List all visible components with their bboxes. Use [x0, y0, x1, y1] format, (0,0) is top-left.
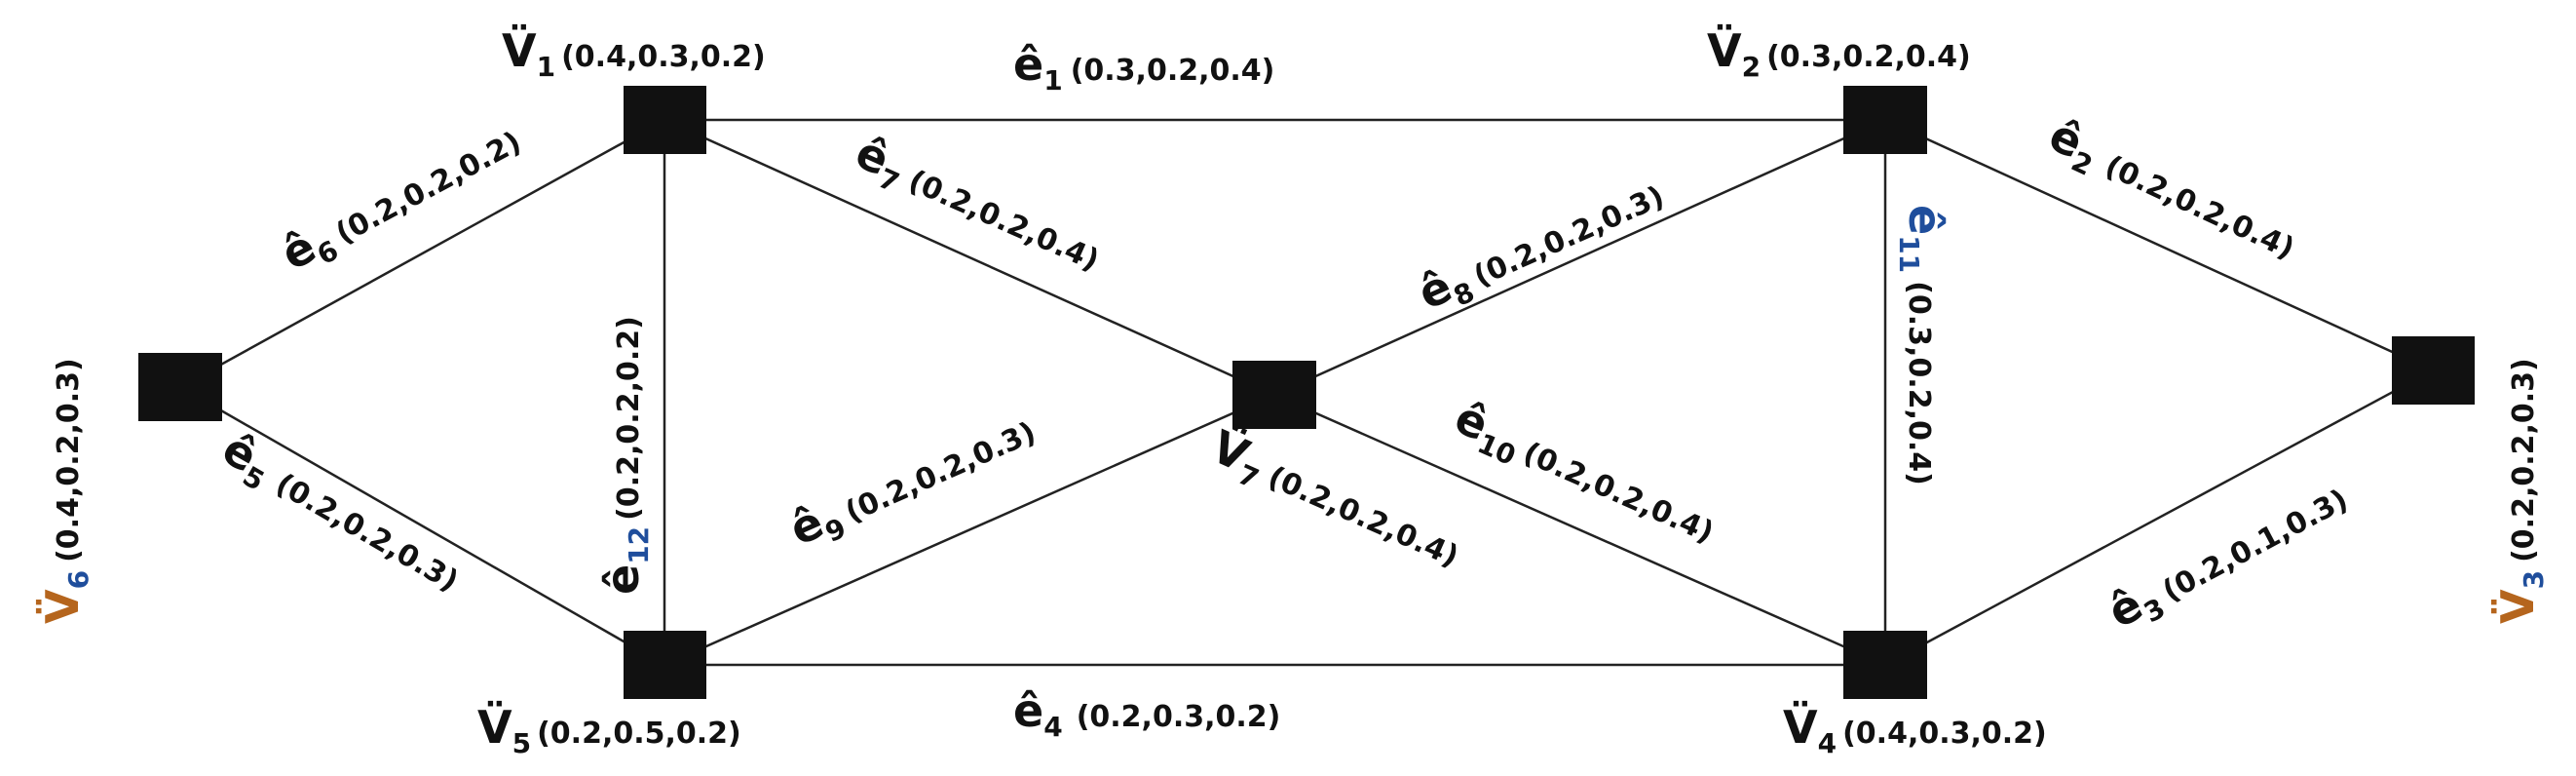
edge-e3 — [1884, 369, 2434, 667]
node-v1[interactable] — [624, 86, 706, 154]
edge-label-e6: ê6(0.2,0.2,0.2) — [273, 111, 531, 286]
edge-values: (0.3,0.2,0.4) — [1902, 281, 1936, 485]
edge-label-e9: ê9(0.2,0.2,0.3) — [782, 402, 1045, 562]
edge-symbol: ê — [1013, 684, 1043, 737]
vertex-symbol: V̈ — [477, 701, 512, 754]
edge-subscript: 1 — [1043, 64, 1062, 97]
nodes — [138, 86, 2475, 699]
edge-subscript: 11 — [1893, 235, 1925, 273]
vertex-subscript: 3 — [2518, 570, 2550, 589]
vertex-symbol: V̈ — [1707, 24, 1742, 77]
edge-symbol: ê — [1013, 38, 1043, 91]
edge-label-e4: ê4 (0.2,0.3,0.2) — [1013, 684, 1280, 743]
vertex-symbol: V̈ — [1783, 701, 1818, 754]
edge-label-e12: ê12 (0.2,0.2,0.2) — [596, 316, 655, 595]
edge-e6 — [179, 118, 665, 389]
vertex-subscript: 4 — [1818, 727, 1837, 759]
edge-values: (0.2,0.2,0.2) — [612, 316, 646, 521]
vertex-symbol: V̈ — [36, 589, 89, 624]
edges — [179, 118, 2434, 667]
vertex-values: (0.4,0.2,0.3) — [52, 358, 86, 563]
vertex-subscript: 5 — [512, 727, 531, 759]
vertex-label-v2: V̈2(0.3,0.2,0.4) — [1707, 24, 1971, 83]
edge-e2 — [1884, 118, 2434, 372]
vertex-label-v4: V̈4(0.4,0.3,0.2) — [1783, 701, 2047, 759]
edge-values: (0.2,0.2,0.4) — [2100, 149, 2299, 266]
edge-e8 — [1273, 118, 1886, 397]
node-v4[interactable] — [1843, 631, 1927, 699]
edge-values: (0.3,0.2,0.4) — [1071, 54, 1275, 88]
node-v6[interactable] — [138, 353, 222, 421]
edge-label-e1: ê1 (0.3,0.2,0.4) — [1013, 38, 1274, 97]
edge-values: (0.2,0.3,0.2) — [1077, 700, 1281, 734]
vertex-label-v3: V̈3 (0.2,0.2,0.3) — [2491, 358, 2550, 624]
edge-values: (0.2,0.2,0.4) — [903, 164, 1104, 278]
edge-e9 — [663, 393, 1275, 667]
edge-values: (0.2,0.2,0.3) — [1469, 179, 1670, 293]
edge-label-e2: ê2(0.2,0.2,0.4) — [2039, 108, 2306, 274]
vertex-label-v6: V̈6 (0.4,0.2,0.3) — [36, 358, 95, 624]
vertex-label-v5: V̈5(0.2,0.5,0.2) — [477, 701, 741, 759]
vertex-label-v7: V̈7(0.2,0.2,0.4) — [1201, 419, 1470, 582]
edge-e5 — [179, 385, 665, 667]
edge-symbol: ê — [1899, 205, 1951, 235]
edge-symbol: ê — [596, 564, 649, 595]
vertex-subscript: 6 — [62, 570, 95, 589]
edge-subscript: 12 — [623, 526, 655, 564]
edge-label-e8: ê8(0.2,0.2,0.3) — [1411, 166, 1674, 326]
node-v2[interactable] — [1843, 86, 1927, 154]
vertex-values: (0.4,0.3,0.2) — [1842, 717, 2047, 751]
edge-label-e3: ê3(0.2,0.1,0.3) — [2100, 469, 2358, 643]
vertex-symbol: V̈ — [2491, 589, 2544, 624]
vertex-label-v1: V̈1(0.4,0.3,0.2) — [502, 24, 766, 83]
node-v5[interactable] — [624, 631, 706, 699]
edge-label-e11: ê11 (0.3,0.2,0.4) — [1893, 205, 1951, 485]
vertex-values: (0.2,0.2,0.3) — [2507, 358, 2541, 563]
node-v7[interactable] — [1232, 361, 1316, 429]
edge-values: (0.2,0.2,0.2) — [330, 125, 527, 251]
vertex-subscript: 1 — [537, 51, 555, 83]
edge-subscript: 4 — [1043, 711, 1062, 743]
edge-e10 — [1273, 393, 1886, 667]
edge-e7 — [663, 118, 1275, 397]
edge-values: (0.2,0.2,0.4) — [1518, 436, 1719, 550]
vertex-symbol: V̈ — [502, 24, 537, 77]
node-v3[interactable] — [2392, 336, 2475, 405]
vertex-subscript: 2 — [1742, 51, 1761, 83]
edge-label-e5: ê5(0.2,0.2,0.3) — [211, 422, 473, 606]
vertex-values: (0.3,0.2,0.4) — [1766, 40, 1971, 74]
vertex-values: (0.2,0.5,0.2) — [537, 717, 741, 751]
vertex-values: (0.2,0.2,0.4) — [1263, 460, 1463, 574]
vertex-values: (0.4,0.3,0.2) — [561, 40, 766, 74]
